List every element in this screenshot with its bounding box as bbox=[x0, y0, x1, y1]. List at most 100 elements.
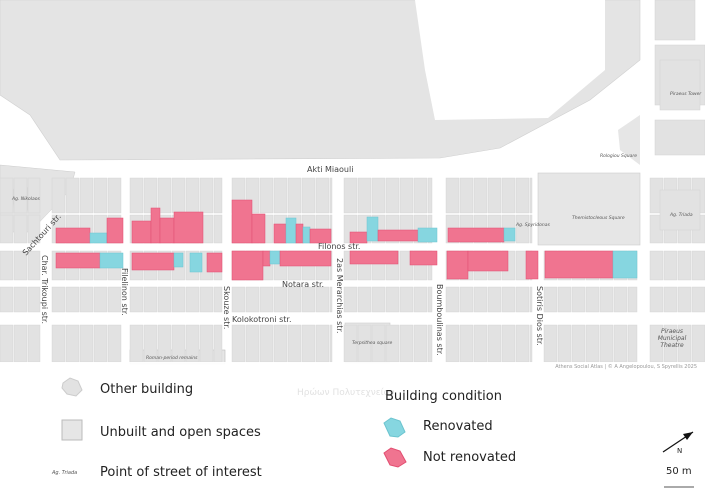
not-renovated-building[interactable] bbox=[159, 217, 175, 244]
other-building bbox=[599, 324, 614, 363]
renovated-building[interactable] bbox=[89, 232, 108, 244]
other-building bbox=[13, 250, 28, 281]
legend-renovated: Renovated bbox=[423, 419, 493, 434]
poi-piraeus-tower: Piraeus Tower bbox=[670, 91, 702, 97]
not-renovated-building[interactable] bbox=[544, 250, 614, 279]
other-building bbox=[399, 177, 414, 214]
not-renovated-building[interactable] bbox=[206, 252, 223, 273]
not-renovated-building[interactable] bbox=[409, 250, 438, 266]
street-skouze: Skouze str. bbox=[222, 286, 231, 329]
other-building bbox=[213, 214, 223, 244]
street-filonos: Filonos str. bbox=[318, 242, 360, 251]
street-char-trikoupi: Char. Trikoupi str. bbox=[40, 255, 49, 324]
other-building bbox=[213, 177, 223, 214]
renovated-building[interactable] bbox=[366, 216, 379, 242]
other-building bbox=[663, 286, 678, 313]
renovated-building[interactable] bbox=[417, 227, 438, 243]
not-renovated-building[interactable] bbox=[525, 250, 539, 280]
other-building bbox=[627, 324, 638, 363]
not-renovated-building[interactable] bbox=[262, 250, 271, 267]
other-building bbox=[501, 324, 516, 363]
not-renovated-building[interactable] bbox=[55, 227, 91, 244]
other-building bbox=[287, 324, 302, 363]
other-building bbox=[329, 324, 333, 363]
not-renovated-building[interactable] bbox=[131, 252, 175, 271]
other-building bbox=[663, 250, 678, 281]
street-akti-miaouli: Akti Miaouli bbox=[307, 165, 353, 174]
other-building bbox=[213, 324, 223, 363]
other-building bbox=[529, 324, 533, 363]
not-renovated-building[interactable] bbox=[295, 223, 304, 244]
not-renovated-building[interactable] bbox=[251, 213, 266, 244]
not-renovated-building[interactable] bbox=[349, 250, 399, 265]
other-building bbox=[157, 286, 172, 313]
not-renovated-building[interactable] bbox=[273, 223, 287, 244]
renovated-building[interactable] bbox=[189, 252, 203, 273]
other-building bbox=[0, 250, 14, 281]
renovated-building[interactable] bbox=[269, 250, 281, 265]
other-building bbox=[213, 286, 223, 313]
not-renovated-building[interactable] bbox=[55, 252, 101, 269]
other-building bbox=[259, 324, 274, 363]
not-renovated-building[interactable] bbox=[446, 250, 469, 280]
not-renovated-building[interactable] bbox=[447, 227, 505, 243]
other-building bbox=[129, 177, 144, 214]
other-building bbox=[385, 286, 400, 313]
not-renovated-building[interactable] bbox=[279, 250, 332, 267]
poi-ag-spyridonas: Ag. Spyridonas bbox=[515, 222, 550, 228]
other-building bbox=[515, 324, 530, 363]
legend-unbuilt: Unbuilt and open spaces bbox=[100, 425, 261, 440]
other-building bbox=[27, 286, 41, 313]
scale-label: 50 m bbox=[666, 466, 692, 477]
other-building bbox=[473, 286, 488, 313]
other-building bbox=[427, 286, 433, 313]
other-building bbox=[543, 324, 558, 363]
other-building bbox=[13, 177, 28, 214]
not-renovated-building[interactable] bbox=[231, 250, 264, 281]
not-renovated-building[interactable] bbox=[467, 250, 509, 272]
not-renovated-building[interactable] bbox=[106, 217, 124, 244]
other-building bbox=[13, 324, 28, 363]
renovated-building[interactable] bbox=[302, 226, 311, 244]
not-renovated-building[interactable] bbox=[131, 220, 152, 244]
other-building bbox=[51, 177, 66, 214]
other-building bbox=[571, 286, 586, 313]
renovated-building[interactable] bbox=[173, 252, 184, 268]
other-building bbox=[143, 286, 158, 313]
other-building bbox=[627, 286, 638, 313]
other-building bbox=[691, 250, 705, 281]
other-building bbox=[473, 324, 488, 363]
base-map bbox=[0, 0, 705, 365]
renovated-building[interactable] bbox=[503, 227, 516, 242]
not-renovated-building[interactable] bbox=[150, 207, 161, 244]
other-building bbox=[557, 324, 572, 363]
other-building bbox=[385, 177, 400, 214]
other-building bbox=[259, 177, 274, 214]
other-building bbox=[329, 177, 333, 214]
other-building bbox=[473, 177, 488, 214]
other-building bbox=[459, 324, 474, 363]
renovated-building[interactable] bbox=[612, 250, 638, 279]
not-renovated-building[interactable] bbox=[309, 228, 332, 244]
other-building bbox=[487, 286, 502, 313]
other-building bbox=[287, 177, 302, 214]
poi-ag-triada: Ag. Triada bbox=[669, 212, 693, 218]
other-building bbox=[649, 286, 664, 313]
renovated-building[interactable] bbox=[285, 217, 297, 244]
renovated-building[interactable] bbox=[99, 252, 124, 269]
other-building bbox=[287, 286, 302, 313]
legend-not-renovated: Not renovated bbox=[423, 450, 517, 465]
other-building bbox=[259, 286, 274, 313]
other-building bbox=[129, 324, 144, 363]
not-renovated-building[interactable] bbox=[231, 199, 253, 244]
not-renovated-building[interactable] bbox=[173, 211, 204, 244]
other-building bbox=[245, 286, 260, 313]
other-building bbox=[27, 324, 41, 363]
other-building bbox=[459, 286, 474, 313]
legend-poi-sample: Ag. Triada bbox=[52, 470, 78, 476]
not-renovated-building[interactable] bbox=[377, 229, 419, 242]
other-building bbox=[649, 250, 664, 281]
place-labels: Ag. Nikolaos Ag. Spyridonas Themistocleo… bbox=[11, 91, 702, 361]
other-building bbox=[301, 324, 316, 363]
